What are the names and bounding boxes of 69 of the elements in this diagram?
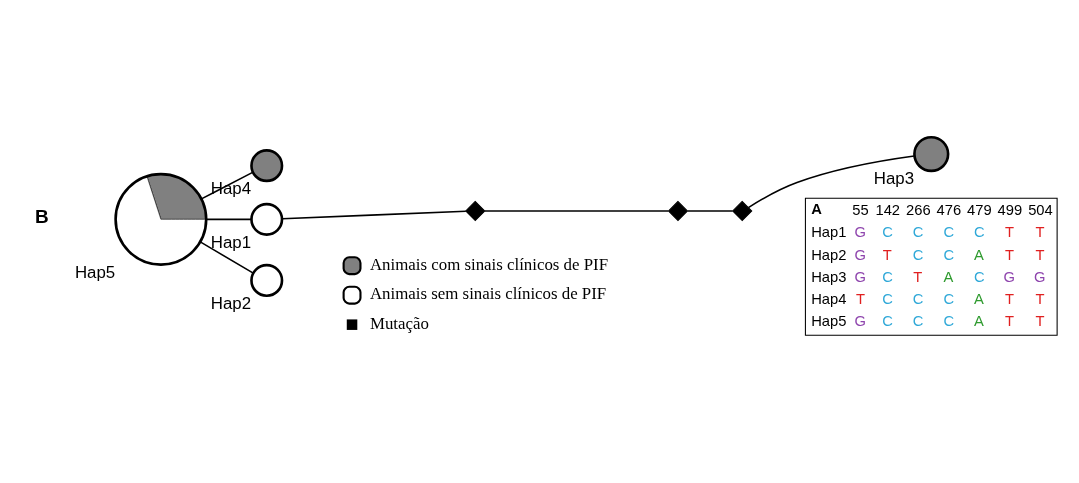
legend-label: Mutação <box>369 313 429 333</box>
connector <box>281 210 467 220</box>
node-diamond <box>667 200 689 221</box>
label: G <box>1033 268 1046 285</box>
label: C <box>882 268 893 285</box>
label: 142 <box>875 201 901 218</box>
label: Hap3 <box>811 268 847 285</box>
label: T <box>1035 312 1045 329</box>
label: T <box>913 268 923 285</box>
label: T <box>1004 290 1014 307</box>
label: T <box>1035 246 1045 263</box>
node-label: Hap5 <box>74 262 116 282</box>
connector <box>199 240 255 274</box>
label: C <box>912 290 924 307</box>
label: 476 <box>936 201 962 218</box>
label: A <box>973 246 984 263</box>
node-label: Hap3 <box>873 168 915 188</box>
label: A <box>973 312 984 329</box>
label: Hap1 <box>811 223 847 240</box>
connector <box>686 209 734 212</box>
label: G <box>854 223 866 240</box>
node-diamond <box>732 200 753 221</box>
label: Hap5 <box>811 312 847 329</box>
label: G <box>854 246 866 263</box>
label: Hap4 <box>811 290 847 307</box>
label: C <box>943 290 955 307</box>
label: T <box>1035 223 1045 240</box>
connector <box>205 218 252 220</box>
node-diamond <box>465 200 486 221</box>
label: C <box>973 223 985 240</box>
connector <box>747 154 916 208</box>
label: 55 <box>852 201 869 218</box>
label: Hap2 <box>811 246 847 263</box>
label: T <box>1035 290 1045 307</box>
label: A <box>943 268 954 285</box>
label: 479 <box>967 201 992 218</box>
label: 499 <box>997 201 1023 218</box>
node-circle <box>250 148 284 182</box>
node-circle <box>250 202 284 236</box>
label: C <box>943 246 955 263</box>
connector <box>484 209 669 212</box>
label: T <box>1004 223 1014 240</box>
node-label: Hap2 <box>210 293 252 313</box>
label: C <box>882 290 893 307</box>
label: C <box>912 312 924 329</box>
node-circle <box>913 135 950 172</box>
node-circle <box>250 263 284 297</box>
label: T <box>882 246 892 263</box>
label: G <box>854 268 866 285</box>
label: G <box>854 312 866 329</box>
label: C <box>912 223 924 240</box>
legend-label: Animais com sinais clínicos de PIF <box>369 254 609 274</box>
label: T <box>855 290 865 307</box>
label: T <box>1004 312 1014 329</box>
label: 504 <box>1028 201 1053 218</box>
label: A <box>811 200 822 217</box>
label: B <box>35 205 49 227</box>
label: G <box>1003 268 1015 285</box>
label: C <box>943 223 955 240</box>
label: C <box>943 312 955 329</box>
label: C <box>882 223 893 240</box>
legend-label: Animais sem sinais clínicos de PIF <box>369 283 607 303</box>
label: T <box>1004 246 1014 263</box>
node-label: Hap1 <box>210 232 252 252</box>
label: 266 <box>905 201 931 218</box>
label: C <box>973 268 985 285</box>
label: A <box>973 290 984 307</box>
label: C <box>912 246 924 263</box>
label: C <box>882 312 893 329</box>
